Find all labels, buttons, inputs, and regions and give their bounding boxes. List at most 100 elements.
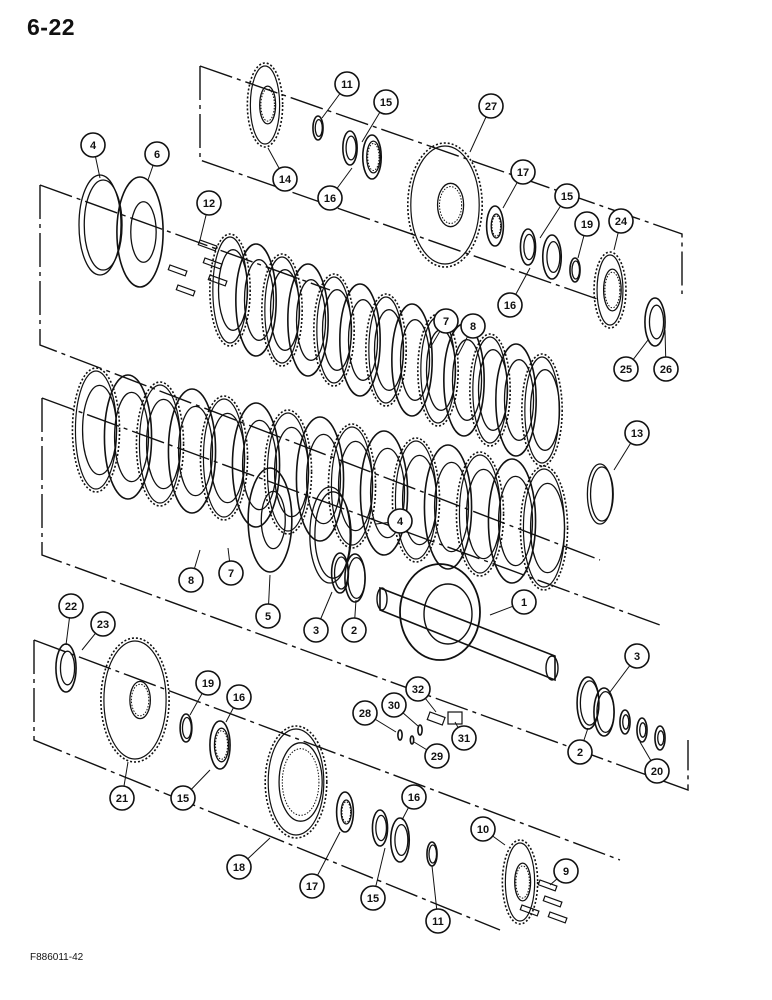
shaft-assembly-1 (376, 563, 559, 682)
clutch-plate-upper-2 (235, 243, 277, 357)
callout-18: 18 (226, 837, 271, 880)
clutch-plate-upper-9-bore (425, 329, 457, 411)
callout-circle (624, 643, 650, 669)
drum-gear-18 (264, 725, 328, 839)
bearing-race-15d-outer (371, 809, 389, 847)
clutch-plate-lower-5-bore (209, 412, 246, 504)
callout-label: 25 (620, 364, 632, 376)
spring-9-2 (542, 895, 563, 908)
callout-8: 8 (178, 549, 204, 593)
clutch-plate-upper-11 (469, 333, 511, 447)
bearing-race-15b-outer (519, 228, 537, 266)
callout-15: 15 (539, 183, 580, 239)
clutch-plate-lower-3-rim (138, 384, 182, 504)
gear-24-rim (596, 254, 624, 326)
frame-1 (199, 65, 683, 301)
shaft-end (376, 587, 388, 611)
callout-5: 5 (255, 574, 281, 629)
clutch-plate-lower-10-bore (369, 447, 406, 539)
ring-20c (654, 725, 666, 751)
clutch-plate-lower-11-bore (401, 454, 438, 546)
clutch-plate-lower-13-bore (465, 468, 502, 560)
clutch-plate-lower-7-outer (263, 409, 313, 535)
callout-3: 3 (303, 591, 333, 643)
seal-ring-4b-outer (309, 486, 351, 584)
drum-hub (423, 583, 473, 645)
snap-ring-19a-bore (571, 260, 581, 280)
callout-label: 28 (359, 708, 371, 720)
callout-label: 19 (581, 219, 593, 231)
callout-16: 16 (401, 784, 427, 821)
callout-circle (401, 784, 427, 810)
clutch-plate-lower-11 (391, 437, 441, 563)
callout-circle (196, 190, 222, 216)
callout-23: 23 (81, 611, 116, 651)
seal-ring-4a-bore (83, 179, 123, 271)
ring-20a (619, 709, 631, 735)
callout-label: 1 (521, 597, 527, 609)
callout-circle (405, 676, 431, 702)
clutch-plate-lower-14-bore (497, 475, 534, 567)
clutch-plate-lower-6 (231, 402, 281, 528)
bearing-22 (55, 643, 77, 693)
callout-label: 16 (233, 692, 245, 704)
callout-circle (90, 611, 116, 637)
callout-circle (109, 785, 135, 811)
needle-bearing-16b-bore (546, 240, 561, 274)
seal-3b-bore (596, 690, 615, 734)
callout-15: 15 (361, 89, 399, 143)
clutch-plate-lower-3 (135, 381, 185, 507)
callout-circle (511, 589, 537, 615)
ball-29-outer (409, 735, 415, 745)
needle-bearing-16c-bore (213, 727, 230, 763)
clutch-plate-lower-10 (359, 430, 409, 556)
snap-ring-11a-bore (314, 118, 323, 138)
hub-gear-10 (501, 839, 539, 925)
callout-circle (255, 603, 281, 629)
callout-7: 7 (429, 308, 459, 349)
spring-9-4 (519, 904, 540, 917)
callout-label: 27 (485, 101, 497, 113)
seal-3b (593, 687, 615, 737)
clutch-plate-lower-7-rim (266, 412, 310, 532)
seal-ring-4a-outer (78, 174, 122, 276)
callout-label: 11 (341, 79, 353, 91)
clutch-plate-lower-3-bore (145, 398, 182, 490)
clutch-plate-lower-13-outer (455, 451, 505, 577)
callout-label: 4 (90, 140, 97, 152)
clutch-plate-upper-4-outer (287, 263, 329, 377)
callout-label: 31 (458, 733, 470, 745)
gear-24-bore (602, 268, 622, 312)
callout-circle (272, 166, 298, 192)
callout-circle (178, 567, 204, 593)
clutch-plate-lower-11-outer (391, 437, 441, 563)
callout-label: 7 (228, 568, 234, 580)
callout-30: 30 (381, 692, 419, 727)
clutch-plate-lower-2-outer (103, 374, 153, 500)
clutch-plate-lower-2 (103, 374, 153, 500)
callout-circle (144, 141, 170, 167)
bearing-17a-outer (485, 205, 505, 247)
snap-ring-11b-bore (428, 844, 438, 864)
piston-6 (116, 176, 164, 288)
needle-bearing-16c (209, 720, 231, 770)
callout-12: 12 (196, 190, 222, 241)
clutch-plate-upper-1-bore (217, 249, 249, 331)
callout-3: 3 (609, 643, 650, 693)
callout-label: 15 (367, 893, 379, 905)
clutch-plate-upper-8-bore (399, 319, 431, 401)
clutch-plate-lower-1-rim (74, 370, 118, 490)
bearing-17b-bore (340, 799, 352, 825)
callout-label: 3 (634, 651, 640, 663)
clutch-plate-lower-3-outer (135, 381, 185, 507)
bearing-17b-spline (341, 801, 352, 823)
gear-27 (406, 142, 483, 268)
bearing-race-15b-bore (523, 233, 536, 261)
callout-2: 2 (567, 727, 593, 765)
gear-21-bore (129, 680, 151, 720)
callout-circle (451, 725, 477, 751)
washer-28-outer (397, 729, 403, 741)
backing-plate-5-bore (260, 490, 286, 550)
ring-30-outer (417, 724, 423, 736)
